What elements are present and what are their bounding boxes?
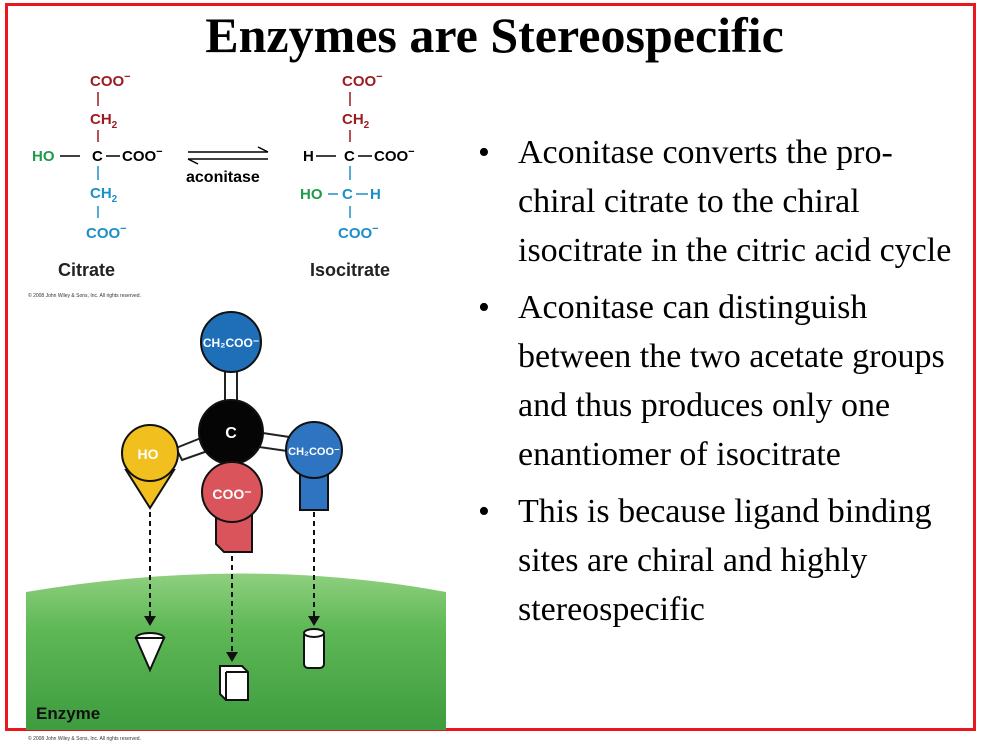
svg-text:CH₂COO⁻: CH₂COO⁻ bbox=[288, 446, 340, 458]
cone-site bbox=[134, 632, 166, 673]
svg-text:COO−: COO− bbox=[374, 146, 415, 165]
enzyme-surface bbox=[26, 573, 446, 730]
bullet-list: •Aconitase converts the pro-chiral citra… bbox=[478, 128, 958, 642]
carboxylate-ball bbox=[201, 461, 263, 523]
bullet-item: •This is because ligand binding sites ar… bbox=[478, 487, 958, 634]
svg-text:CH₂COO⁻: CH₂COO⁻ bbox=[203, 336, 259, 350]
isocitrate-label: Isocitrate bbox=[310, 260, 390, 280]
citrate-label: Citrate bbox=[58, 260, 115, 280]
svg-text:HO: HO bbox=[32, 148, 55, 165]
svg-text:C: C bbox=[225, 425, 237, 442]
svg-text:C: C bbox=[344, 148, 355, 165]
right-group-ball bbox=[285, 421, 343, 479]
reaction-copyright: © 2008 John Wiley & Sons, Inc. All right… bbox=[28, 292, 141, 299]
svg-text:CH2: CH2 bbox=[90, 185, 118, 205]
svg-text:COO⁻: COO⁻ bbox=[212, 486, 251, 502]
bullet-marker: • bbox=[478, 493, 490, 530]
slide-frame bbox=[5, 3, 976, 731]
reaction-diagram: COO− CH2 HO C COO− CH2 COO− Citrate acon… bbox=[28, 71, 415, 299]
aconitase-label: aconitase bbox=[186, 169, 260, 186]
binding-model: Enzyme CH₂COO⁻ HO CH₂COO⁻ C COO⁻ bbox=[26, 311, 446, 730]
model-copyright: © 2008 John Wiley & Sons, Inc. All right… bbox=[28, 736, 141, 742]
bullet-item: •Aconitase converts the pro-chiral citra… bbox=[478, 128, 958, 275]
top-group-ball bbox=[200, 311, 262, 373]
svg-text:CH2: CH2 bbox=[342, 111, 370, 131]
svg-text:COO−: COO− bbox=[342, 71, 383, 90]
svg-text:CH2: CH2 bbox=[90, 111, 118, 131]
enzyme-label: Enzyme bbox=[36, 704, 100, 723]
svg-text:COO−: COO− bbox=[86, 223, 127, 242]
svg-text:C: C bbox=[92, 148, 103, 165]
equilibrium-arrows: aconitase bbox=[186, 146, 269, 186]
isocitrate-structure: COO− CH2 H C COO− HO C H COO− Isocitrate bbox=[300, 71, 415, 280]
svg-text:H: H bbox=[303, 148, 314, 165]
svg-text:COO−: COO− bbox=[122, 146, 163, 165]
bullet-item: •Aconitase can distinguish between the t… bbox=[478, 283, 958, 479]
slide-title: Enzymes are Stereospecific bbox=[205, 7, 784, 63]
svg-text:C: C bbox=[342, 186, 353, 203]
bullet-marker: • bbox=[478, 289, 490, 326]
svg-text:HO: HO bbox=[138, 446, 159, 462]
svg-text:H: H bbox=[370, 186, 381, 203]
svg-text:HO: HO bbox=[300, 186, 323, 203]
hydroxyl-ball bbox=[121, 424, 179, 482]
svg-text:COO−: COO− bbox=[90, 71, 131, 90]
citrate-structure: COO− CH2 HO C COO− CH2 COO− Citrate bbox=[32, 71, 163, 280]
bullet-marker: • bbox=[478, 134, 490, 171]
svg-text:COO−: COO− bbox=[338, 223, 379, 242]
cylinder-site bbox=[303, 628, 325, 669]
prism-site bbox=[219, 665, 249, 701]
